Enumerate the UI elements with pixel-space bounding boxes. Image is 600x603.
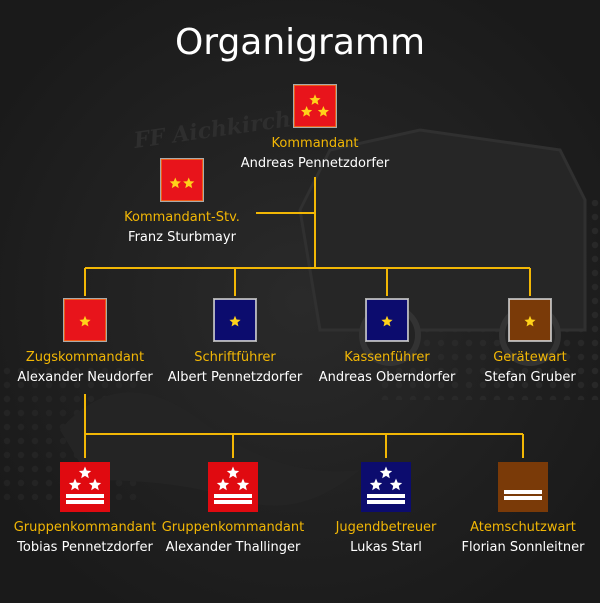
person-name: Stefan Gruber (484, 370, 576, 385)
star-icon (79, 315, 91, 327)
three-star-bar-badge-icon (361, 462, 411, 512)
node-schriftfuehrer: Schriftführer Albert Pennetzdorfer (145, 298, 325, 385)
role-label: Atemschutzwart (470, 520, 576, 535)
role-label: Kassenführer (344, 350, 430, 365)
node-kommandant-stv: Kommandant-Stv. Franz Sturbmayr (92, 158, 272, 245)
person-name: Florian Sonnleitner (461, 540, 585, 555)
role-label: Zugskommandant (25, 350, 145, 365)
bar-badge-icon (498, 462, 548, 512)
star-icon (183, 177, 195, 189)
one-star-rank-badge-icon (64, 299, 106, 341)
rank-bar (214, 494, 252, 498)
role-label: Gruppenkommandant (161, 520, 305, 535)
person-name: Andreas Pennetzdorfer (240, 156, 390, 171)
node-kommandant: Kommandant Andreas Pennetzdorfer (225, 84, 405, 171)
three-star-bar-badge-icon (208, 462, 258, 512)
role-label: Gerätewart (493, 350, 567, 365)
one-star-rank-badge-icon (508, 298, 552, 342)
role-label: Kommandant (271, 136, 359, 151)
star-icon (229, 315, 241, 327)
three-star-bar-badge-icon (208, 462, 258, 512)
node-geraetewart: Gerätewart Stefan Gruber (440, 298, 600, 385)
three-star-bar-badge-icon (60, 462, 110, 512)
rank-bar (367, 494, 405, 498)
node-zugskommandant: Zugskommandant Alexander Neudorfer (0, 298, 175, 385)
role-label: Jugendbetreuer (335, 520, 437, 535)
star-icon (226, 466, 240, 479)
star-icon (317, 106, 329, 117)
three-star-bar-badge-icon (60, 462, 110, 512)
star-icon (169, 177, 181, 189)
star-icon (88, 478, 102, 491)
person-name: Andreas Oberndorfer (318, 370, 456, 385)
rank-bar (214, 500, 252, 504)
one-star-rank-badge-icon (213, 298, 257, 342)
person-name: Alexander Thallinger (165, 540, 301, 555)
three-star-bar-badge-icon (361, 462, 411, 512)
star-icon (216, 478, 230, 491)
star-icon (379, 466, 393, 479)
rank-bar (66, 500, 104, 504)
node-gruppenkommandant-2: Gruppenkommandant Alexander Thallinger (143, 462, 323, 555)
node-gruppenkommandant-1: Gruppenkommandant Tobias Pennetzdorfer (0, 462, 175, 555)
node-kassenfuehrer: Kassenführer Andreas Oberndorfer (297, 298, 477, 385)
star-icon (369, 478, 383, 491)
person-name: Tobias Pennetzdorfer (17, 540, 153, 555)
person-name: Lukas Starl (350, 540, 422, 555)
one-star-rank-badge-icon (366, 299, 408, 341)
person-name: Alexander Neudorfer (17, 370, 153, 385)
role-label: Gruppenkommandant (13, 520, 157, 535)
star-icon (381, 315, 393, 327)
star-icon (309, 94, 321, 105)
page-title: Organigramm (174, 22, 426, 63)
star-icon (301, 106, 313, 117)
star-icon (389, 478, 403, 491)
bar-badge-icon (498, 462, 548, 512)
star-icon (524, 315, 536, 327)
two-star-rank-badge-icon (161, 159, 203, 201)
rank-bar (504, 496, 542, 500)
rank-bar (66, 494, 104, 498)
rank-bar (504, 490, 542, 494)
three-star-rank-badge-icon (293, 84, 337, 128)
person-name: Franz Sturbmayr (128, 230, 236, 245)
one-star-rank-badge-icon (509, 299, 551, 341)
person-name: Albert Pennetzdorfer (167, 370, 303, 385)
rank-bar (367, 500, 405, 504)
one-star-rank-badge-icon (63, 298, 107, 342)
star-icon (236, 478, 250, 491)
three-star-rank-badge-icon (294, 85, 336, 127)
star-icon (78, 466, 92, 479)
role-label: Schriftführer (194, 350, 276, 365)
node-jugendbetreuer: Jugendbetreuer Lukas Starl (296, 462, 476, 555)
two-star-rank-badge-icon (160, 158, 204, 202)
node-atemschutzwart: Atemschutzwart Florian Sonnleitner (433, 462, 600, 555)
star-icon (68, 478, 82, 491)
one-star-rank-badge-icon (214, 299, 256, 341)
role-label: Kommandant-Stv. (124, 210, 240, 225)
one-star-rank-badge-icon (365, 298, 409, 342)
